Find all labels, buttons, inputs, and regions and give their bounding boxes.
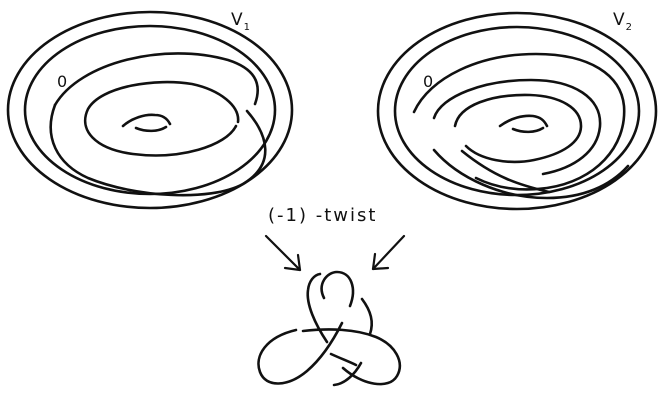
left-arrow — [264, 234, 302, 272]
left-arrow-head — [283, 253, 302, 272]
right-curve-middle-loop — [432, 78, 602, 176]
left-curve-inner-loop — [83, 80, 240, 157]
trefoil-top-lobe — [320, 270, 355, 308]
right-torus-inner-boundary — [393, 25, 641, 197]
left-torus-label: V1 — [231, 10, 250, 33]
right-torus-outer-boundary — [376, 11, 658, 211]
right-curve-bottom-strand — [432, 148, 630, 200]
left-curve-label: 0 — [57, 72, 67, 91]
trefoil-knot-icon — [257, 270, 402, 387]
right-curve-inner-loop — [453, 93, 583, 164]
right-torus-hole-bottom — [511, 126, 545, 134]
left-torus-outer-boundary — [6, 10, 294, 210]
right-curve-crossing-strand — [460, 149, 551, 194]
trefoil-right-strand — [360, 297, 374, 336]
trefoil-bottom-strand — [329, 352, 358, 367]
right-torus-hole-top — [498, 114, 549, 128]
trefoil-left-lobe — [257, 321, 344, 385]
left-curve-outer-loop — [49, 103, 267, 197]
right-curve-label: 0 — [423, 72, 433, 91]
left-solid-torus: 0 V1 — [6, 10, 294, 210]
right-solid-torus: 0 V2 — [376, 10, 658, 211]
right-arrow — [371, 234, 406, 271]
right-arrow-head — [371, 252, 390, 271]
right-arrow-shaft — [371, 234, 406, 271]
left-torus-hole-bottom — [134, 125, 168, 133]
right-torus-label: V2 — [613, 10, 632, 33]
left-torus-hole-top — [121, 113, 172, 128]
left-curve-upper-arc — [53, 52, 259, 107]
left-arrow-shaft — [264, 234, 302, 272]
right-curve-outer-loop — [412, 52, 626, 191]
trefoil-right-lobe — [301, 328, 402, 386]
left-torus-inner-boundary — [23, 24, 277, 196]
trefoil-bottom-arc — [332, 361, 363, 387]
trefoil-left-strand — [306, 272, 329, 344]
twist-operation-label: (-1) -twist — [268, 205, 377, 226]
